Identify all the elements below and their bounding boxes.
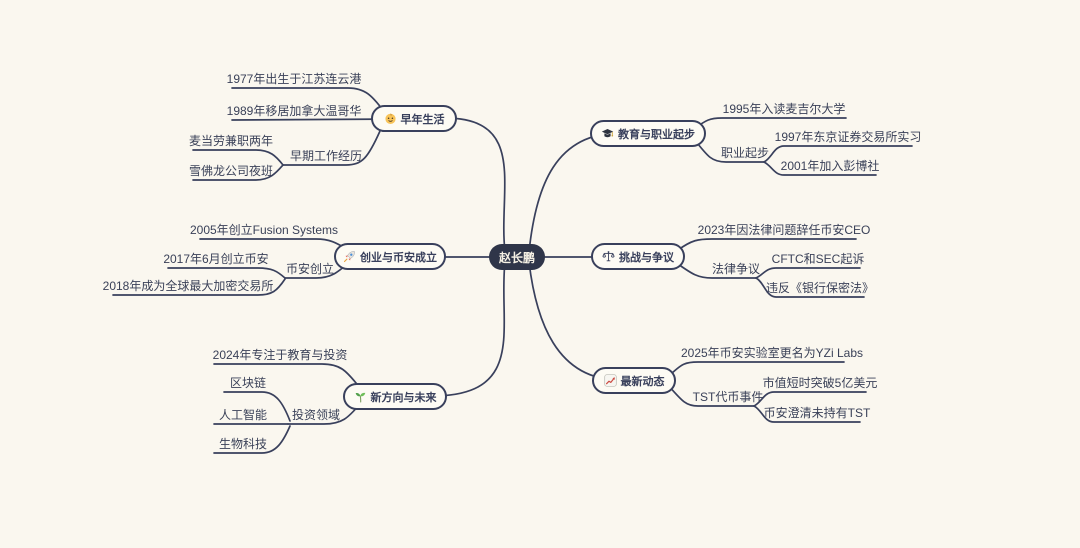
leaf-largest-exchange-2018[interactable]: 2018年成为全球最大加密交易所 xyxy=(102,279,274,293)
chart-up-icon xyxy=(603,374,617,387)
branch-label: 早年生活 xyxy=(400,113,445,126)
leaf-tst-clarify[interactable]: 币安澄清未持有TST xyxy=(763,406,871,420)
leaf-mcdonalds[interactable]: 麦当劳兼职两年 xyxy=(188,134,273,148)
baby-icon xyxy=(384,112,397,125)
branch-future[interactable]: 新方向与未来 xyxy=(343,383,447,410)
central-topic-label: 赵长鹏 xyxy=(498,250,535,265)
leaf-born-1977[interactable]: 1977年出生于江苏连云港 xyxy=(226,72,362,86)
subtopic-career-start[interactable]: 职业起步 xyxy=(720,146,769,160)
leaf-cftc-sec[interactable]: CFTC和SEC起诉 xyxy=(771,252,865,266)
subtopic-early-work[interactable]: 早期工作经历 xyxy=(289,149,362,163)
branch-challenges[interactable]: 挑战与争议 xyxy=(591,243,685,270)
branch-latest-news[interactable]: 最新动态 xyxy=(592,367,676,394)
seedling-icon xyxy=(354,390,367,403)
leaf-chevron[interactable]: 雪佛龙公司夜班 xyxy=(188,164,273,178)
subtopic-tst-incident[interactable]: TST代币事件 xyxy=(692,390,764,404)
leaf-biotech[interactable]: 生物科技 xyxy=(218,437,267,451)
branch-binance-founding[interactable]: 创业与币安成立 xyxy=(334,243,446,270)
leaf-ai[interactable]: 人工智能 xyxy=(218,408,267,422)
subtopic-investment-areas[interactable]: 投资领域 xyxy=(291,408,340,422)
branch-early-life[interactable]: 早年生活 xyxy=(371,105,457,132)
leaf-mcgill-1995[interactable]: 1995年入读麦吉尔大学 xyxy=(722,102,846,116)
central-topic[interactable]: 赵长鹏 xyxy=(489,244,545,270)
leaf-bloomberg-2001[interactable]: 2001年加入彭博社 xyxy=(780,159,880,173)
rocket-icon xyxy=(343,250,356,263)
leaf-bank-secrecy-act[interactable]: 违反《银行保密法》 xyxy=(766,281,875,295)
leaf-education-investment-2024[interactable]: 2024年专注于教育与投资 xyxy=(212,348,348,362)
leaf-blockchain[interactable]: 区块链 xyxy=(229,376,266,390)
branch-education-career[interactable]: 教育与职业起步 xyxy=(590,120,706,147)
branch-label: 最新动态 xyxy=(620,375,665,388)
subtopic-legal-disputes[interactable]: 法律争议 xyxy=(711,262,760,276)
branch-label: 教育与职业起步 xyxy=(618,128,695,141)
subtopic-binance-founded[interactable]: 币安创立 xyxy=(285,262,334,276)
leaf-resign-ceo-2023[interactable]: 2023年因法律问题辞任币安CEO xyxy=(697,223,871,237)
leaf-moved-1989[interactable]: 1989年移居加拿大温哥华 xyxy=(226,104,362,118)
leaf-fusion-2005[interactable]: 2005年创立Fusion Systems xyxy=(189,223,339,237)
branch-label: 挑战与争议 xyxy=(619,251,674,264)
branch-label: 创业与币安成立 xyxy=(360,251,437,264)
leaf-tokyo-1997[interactable]: 1997年东京证券交易所实习 xyxy=(774,130,922,144)
branch-label: 新方向与未来 xyxy=(370,391,437,404)
leaf-binance-2017[interactable]: 2017年6月创立币安 xyxy=(163,252,269,266)
graduation-cap-icon xyxy=(601,127,614,140)
leaf-tst-marketcap[interactable]: 市值短时突破5亿美元 xyxy=(762,376,878,390)
leaf-yzi-labs-2025[interactable]: 2025年币安实验室更名为YZi Labs xyxy=(680,346,864,360)
scales-icon xyxy=(602,250,615,263)
